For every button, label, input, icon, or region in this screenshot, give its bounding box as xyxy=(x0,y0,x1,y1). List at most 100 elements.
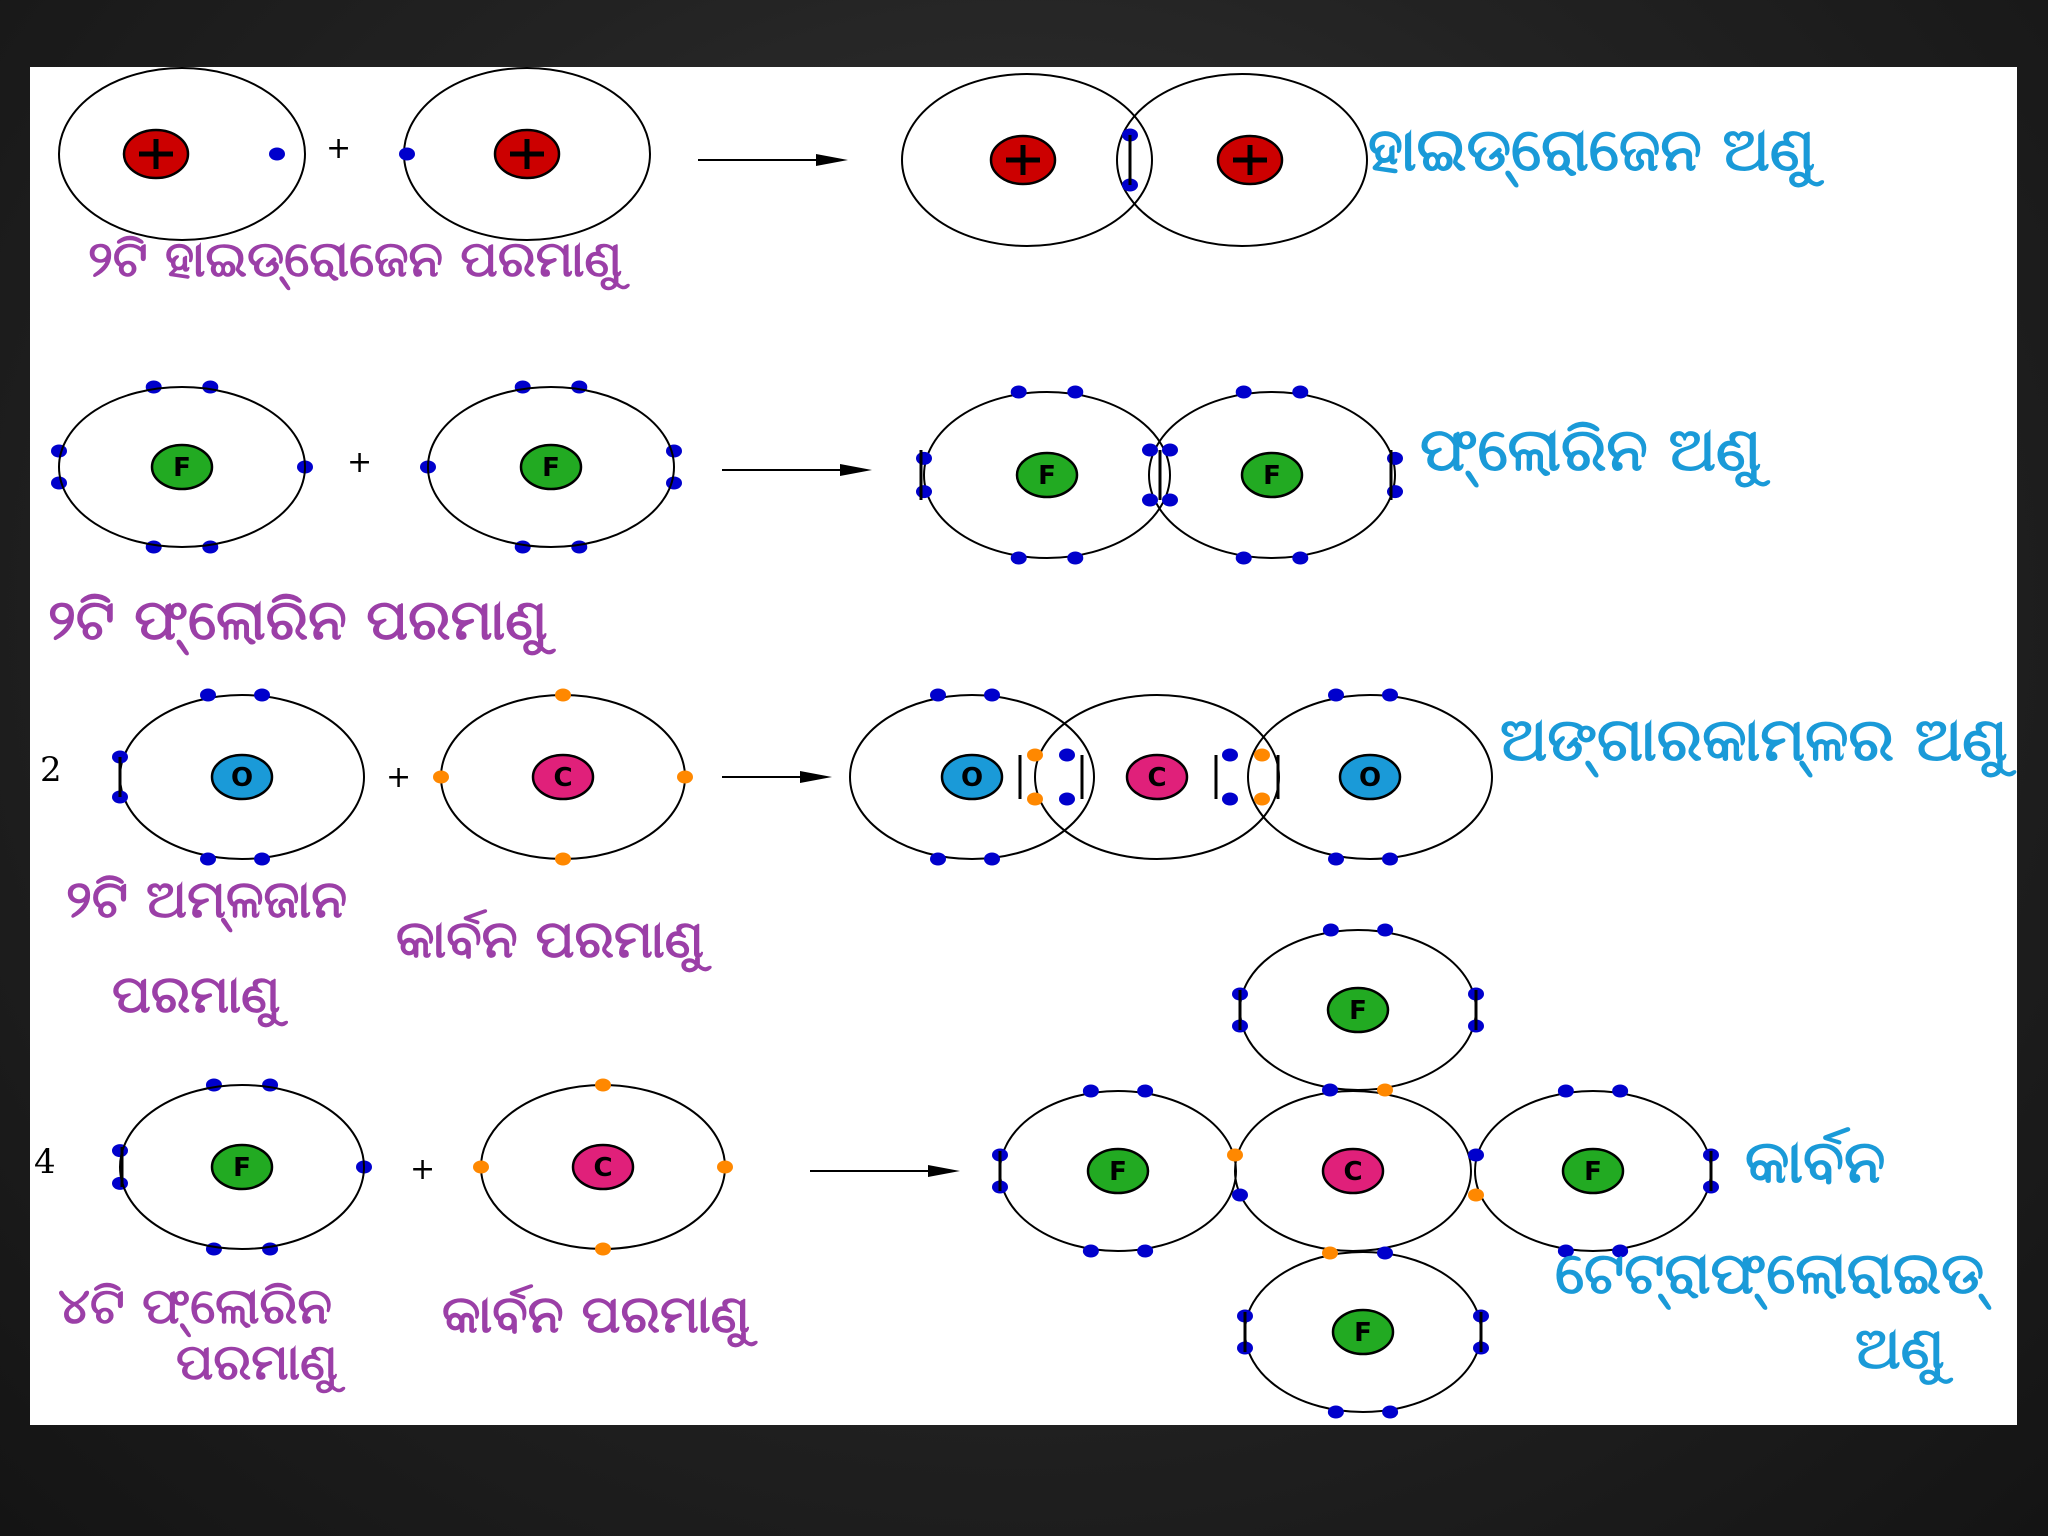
f2-nucleus-left xyxy=(1015,451,1079,499)
cf4-f-right-nucleus-symbol: F xyxy=(1584,1157,1602,1187)
f-atom-1-e-left-2 xyxy=(51,476,67,490)
f2-shared-e-3 xyxy=(1162,443,1178,457)
f2-right-e-right-2 xyxy=(1387,485,1403,499)
co2-right-bond-o-e-2 xyxy=(1222,792,1238,806)
cf4-c-nucleus-symbol: C xyxy=(1343,1157,1362,1187)
f-atom-1-nucleus-symbol: F xyxy=(173,453,191,483)
cf4-reactant-f-e-top-2 xyxy=(262,1078,279,1092)
plus-sign-cf4: + xyxy=(410,1152,436,1187)
h-reaction-arrow-head xyxy=(816,154,848,166)
cf4-reactant-f-e-left-1 xyxy=(112,1144,128,1158)
cf4-coefficient: 4 xyxy=(34,1142,56,1182)
cf4-right-bond-c xyxy=(1468,1188,1484,1202)
o-atom-nucleus-symbol: O xyxy=(231,763,253,793)
f-atom-2-shell xyxy=(427,386,675,548)
co2-o-right-nucleus-symbol: O xyxy=(1359,763,1381,793)
co2-o-left-nucleus xyxy=(940,753,1004,801)
cf4-reactant-f-shell xyxy=(119,1084,365,1250)
cf4-f-top-e-top-2 xyxy=(1377,923,1394,937)
cf4-f-bottom-e-bottom-2 xyxy=(1382,1405,1399,1419)
f2-left-e-top-1 xyxy=(1010,385,1027,399)
cf4-c-nucleus xyxy=(1321,1147,1385,1195)
cf4-reactant-f-e-left-2 xyxy=(112,1176,128,1190)
f2-shell-right xyxy=(1148,391,1396,559)
cf4-f-right-e-top-2 xyxy=(1612,1084,1629,1098)
cf4-f-left-e-top-2 xyxy=(1137,1084,1154,1098)
c-atom-nucleus xyxy=(531,753,595,801)
cf4-left-bond-c xyxy=(1227,1148,1243,1162)
co2-o-right-e-top-1 xyxy=(1328,688,1344,702)
co2-left-bond-c-e-2 xyxy=(1027,792,1043,806)
o-atom-e-top-1 xyxy=(200,688,216,702)
co2-carbon-label: କାର୍ବନ ପରମାଣୁ xyxy=(396,910,705,970)
f2-left-e-bottom-1 xyxy=(1010,551,1027,565)
f-atom-1-e-bottom-1 xyxy=(145,540,162,554)
co2-o-right-e-top-2 xyxy=(1382,688,1398,702)
cf4-f-left-nucleus xyxy=(1086,1147,1150,1195)
cf4-reactant-c-e-bottom xyxy=(595,1242,611,1256)
cf4-fluorine-label-line2: ପରମାଣୁ xyxy=(176,1333,338,1391)
cf4-fluorine-label-line1: ୪ଟି ଫ୍ଲୋରିନ xyxy=(58,1277,332,1335)
f-atom-2-e-top-1 xyxy=(514,380,531,394)
co2-o-right-nucleus xyxy=(1338,753,1402,801)
co2-o-left-nucleus-symbol: O xyxy=(961,763,983,793)
co2-o-left-e-bottom-1 xyxy=(930,852,946,866)
cf4-reactant-f-e-top-1 xyxy=(205,1078,222,1092)
cf4-f-top-nucleus xyxy=(1326,986,1390,1034)
co2-o-left-e-top-1 xyxy=(930,688,946,702)
cf4-reactant-c-nucleus xyxy=(571,1143,635,1191)
co2-left-bond-c-e-1 xyxy=(1027,748,1043,762)
c-atom-e-right xyxy=(677,770,693,784)
cf4-f-bottom-nucleus-symbol: F xyxy=(1354,1318,1372,1348)
fluorine-product-label: ଫ୍ଲୋରିନ ଅଣୁ xyxy=(1420,415,1762,485)
f2-right-e-bottom-2 xyxy=(1292,551,1309,565)
hydrogen-product-label: ହାଇଡ୍ରୋଜେନ ଅଣୁ xyxy=(1368,115,1816,185)
c-atom-e-left xyxy=(433,770,449,784)
plus-sign-fluorine: + xyxy=(347,445,373,480)
co2-right-bond-c-e-2 xyxy=(1254,792,1270,806)
cf4-bottom-bond-c xyxy=(1322,1246,1338,1260)
cf4-f-right-e-bottom-2 xyxy=(1612,1244,1629,1258)
f-atom-1-shell xyxy=(58,386,306,548)
h2-shell-right xyxy=(1116,73,1368,247)
cf4-reactant-f-nucleus-symbol: F xyxy=(233,1153,251,1183)
fluorine-reactant-label: ୨ଟି ଫ୍ଲୋରିନ ପରମାଣୁ xyxy=(48,588,548,653)
f2-right-e-top-2 xyxy=(1292,385,1309,399)
h-atom-1-electron xyxy=(269,147,285,161)
cf4-top-bond-f xyxy=(1322,1083,1338,1097)
co2-right-bond-o-e-1 xyxy=(1222,748,1238,762)
co2-o-left-shell xyxy=(849,694,1095,860)
co2-coefficient: 2 xyxy=(40,750,62,790)
f2-left-e-bottom-2 xyxy=(1067,551,1084,565)
plus-sign-co2: + xyxy=(386,760,412,795)
f-atom-1-nucleus xyxy=(150,443,214,491)
h-atom-2-electron xyxy=(399,147,415,161)
cf4-carbon-label: କାର୍ବନ ପରମାଣୁ xyxy=(442,1285,751,1345)
f-reaction-arrow-head xyxy=(840,464,872,476)
co2-reaction-arrow-head xyxy=(800,771,832,783)
co2-o-right-e-bottom-2 xyxy=(1382,852,1398,866)
h-atom-1-shell xyxy=(58,67,306,241)
f2-left-e-top-2 xyxy=(1067,385,1084,399)
f2-shared-e-1 xyxy=(1142,443,1158,457)
co2-c-nucleus-symbol: C xyxy=(1147,763,1166,793)
cf4-reactant-f-e-bottom-2 xyxy=(262,1242,279,1256)
cf4-right-bond-f xyxy=(1468,1148,1484,1162)
cf4-product-label-line3: ଅଣୁ xyxy=(1855,1314,1945,1382)
o-atom-e-top-2 xyxy=(254,688,270,702)
f2-left-e-left-1 xyxy=(916,451,932,465)
cf4-f-right-nucleus xyxy=(1561,1147,1625,1195)
cf4-reactant-f-e-bottom-1 xyxy=(205,1242,222,1256)
cf4-c-shell xyxy=(1234,1090,1472,1252)
cf4-f-left-e-top-1 xyxy=(1082,1084,1099,1098)
cf4-f-top-nucleus-symbol: F xyxy=(1349,996,1367,1026)
f-atom-2-e-top-2 xyxy=(571,380,588,394)
f-atom-2-e-right-1 xyxy=(666,444,682,458)
cf4-f-bottom-e-bottom-1 xyxy=(1327,1405,1344,1419)
cf4-f-left-e-bottom-1 xyxy=(1082,1244,1099,1258)
f2-shared-e-4 xyxy=(1162,493,1178,507)
cf4-reactant-c-e-left xyxy=(473,1160,489,1174)
cf4-f-left-nucleus-symbol: F xyxy=(1109,1157,1127,1187)
f2-right-e-bottom-1 xyxy=(1235,551,1252,565)
